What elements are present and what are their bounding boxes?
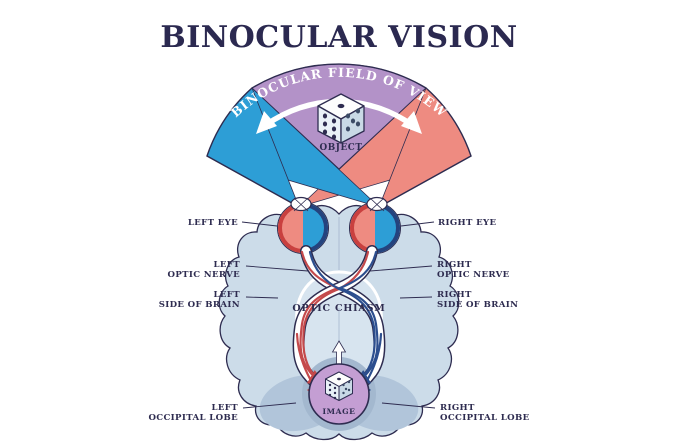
left-optic-nerve-leader (245, 265, 309, 272)
left-occipital-lobe-label-2: OCCIPITAL LOBE (148, 413, 238, 423)
right-optic-nerve-label-2: OPTIC NERVE (437, 270, 510, 280)
page-title: BINOCULAR VISION (160, 20, 517, 55)
image-label: IMAGE (322, 407, 355, 416)
left-eye (277, 196, 329, 254)
image-circle: IMAGE (308, 363, 370, 425)
right-eye-leader (400, 221, 435, 227)
left-side-brain-leader (245, 296, 279, 299)
visual-field-fan: BINOCULAR FIELD OF VIEW OBJECT (206, 63, 472, 208)
image-dice-icon (325, 371, 353, 401)
left-optic-nerve-label-1: LEFT (214, 260, 241, 270)
left-occipital-leader (242, 402, 297, 409)
object-label: OBJECT (319, 143, 362, 153)
callout-labels: LEFT EYE RIGHT EYE LEFT OPTIC NERVE RIGH… (148, 218, 529, 423)
right-occipital-lobe-label-1: RIGHT (440, 403, 475, 413)
optic-chiasm-label: OPTIC CHIASM (292, 303, 385, 314)
right-eye (349, 196, 401, 254)
right-eye-label: RIGHT EYE (438, 218, 496, 228)
right-optic-nerve-leader (369, 265, 433, 272)
left-side-of-brain-label-2: SIDE OF BRAIN (159, 300, 240, 310)
right-optic-nerve-label-1: RIGHT (437, 260, 472, 270)
left-side-of-brain-label-1: LEFT (214, 290, 241, 300)
left-eye-label: LEFT EYE (188, 218, 238, 228)
left-occipital-lobe-label-1: LEFT (212, 403, 239, 413)
right-occipital-lobe-label-2: OCCIPITAL LOBE (440, 413, 530, 423)
left-optic-nerve-label-2: OPTIC NERVE (167, 270, 240, 280)
right-occipital-leader (381, 402, 436, 409)
object-dice-icon (317, 93, 365, 144)
left-eye-leader (241, 221, 278, 227)
right-side-of-brain-label-1: RIGHT (437, 290, 472, 300)
right-side-of-brain-label-2: SIDE OF BRAIN (437, 300, 518, 310)
right-side-brain-leader (399, 296, 433, 299)
